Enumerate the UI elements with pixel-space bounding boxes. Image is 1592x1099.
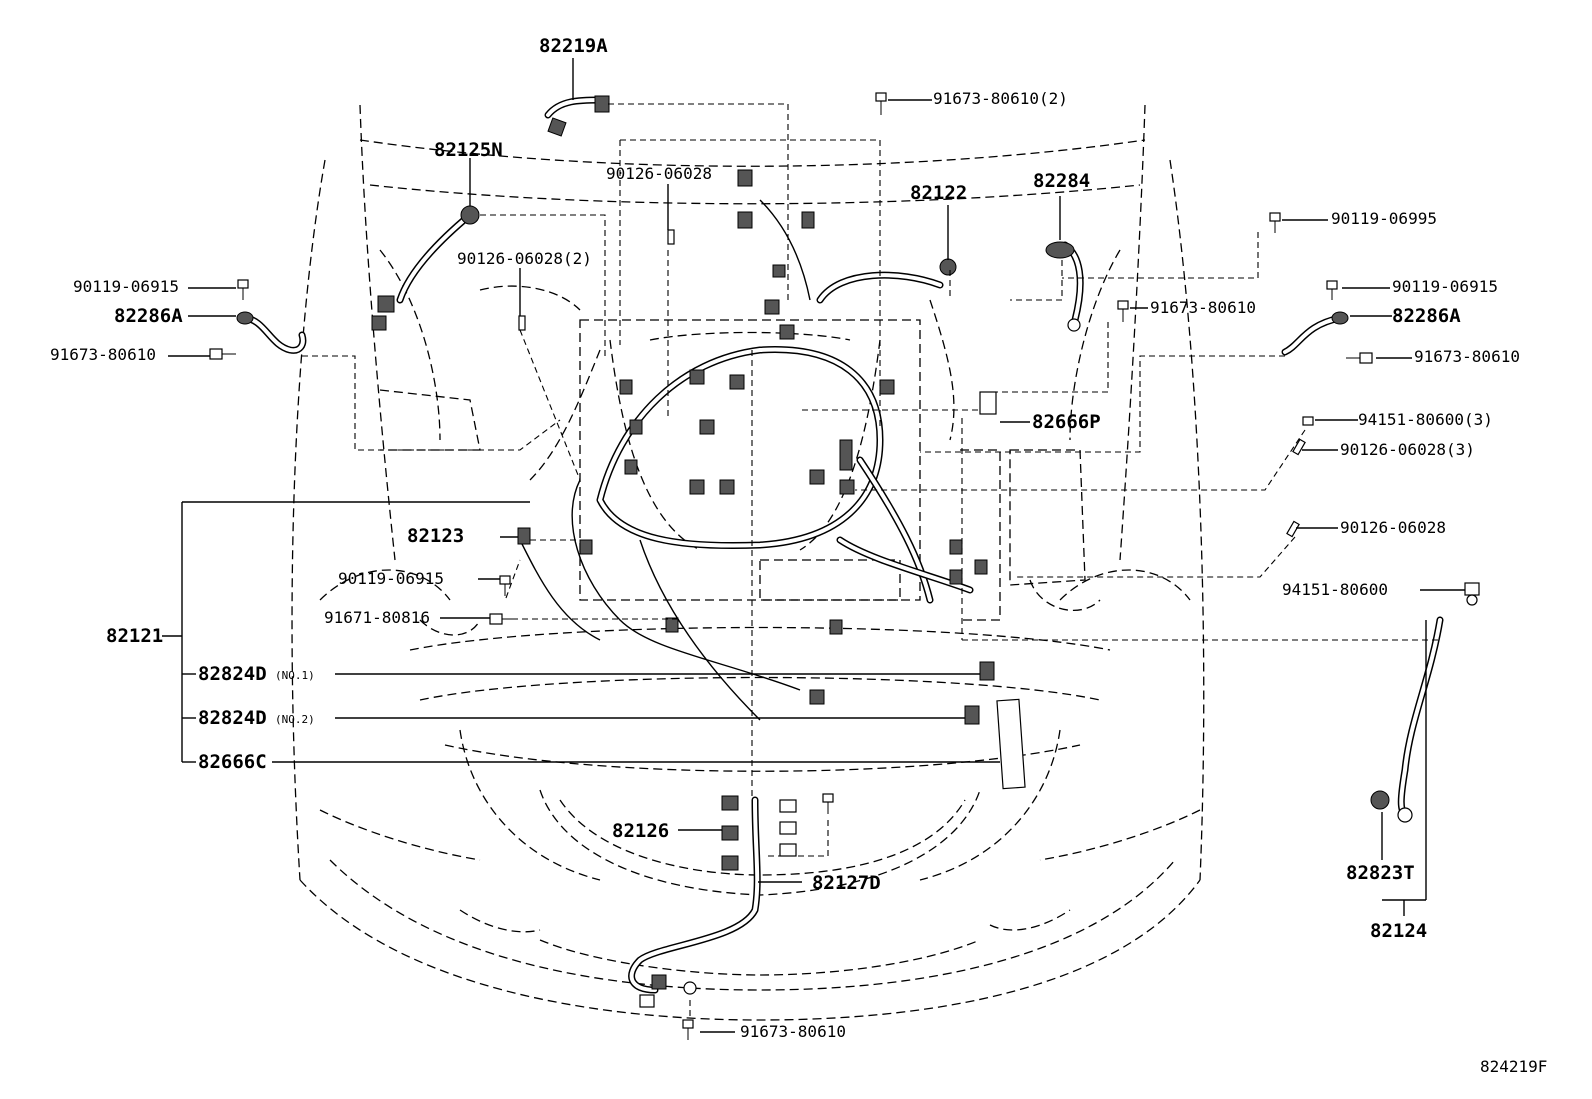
label-82123: 82123 bbox=[407, 525, 464, 547]
label-91673-80610-left: 91673-80610 bbox=[50, 345, 156, 364]
stud-icon bbox=[518, 315, 526, 331]
label-82284: 82284 bbox=[1033, 170, 1090, 192]
bolt-icon bbox=[1269, 212, 1281, 233]
label-82122: 82122 bbox=[910, 182, 967, 204]
part-labels: 82219A 82125N 90126-06028 90126-06028(2)… bbox=[50, 35, 1547, 1076]
bolt-icon bbox=[822, 793, 834, 814]
label-90126-06028-3: 90126-06028(3) bbox=[1340, 440, 1475, 459]
label-82666C: 82666C bbox=[198, 751, 267, 773]
leader-lines bbox=[162, 58, 1465, 1033]
label-91673-80610-2: 91673-80610(2) bbox=[933, 89, 1068, 108]
label-82124: 82124 bbox=[1370, 920, 1427, 942]
label-82219A: 82219A bbox=[539, 35, 608, 57]
label-82127D: 82127D bbox=[812, 872, 881, 894]
label-94151-80600-3: 94151-80600(3) bbox=[1358, 410, 1493, 429]
bolt-icon bbox=[683, 981, 697, 995]
callout-dashed-lines bbox=[302, 103, 1438, 1020]
connector-blocks bbox=[236, 95, 1413, 1008]
label-90119-06915-mid: 90119-06915 bbox=[338, 569, 444, 588]
screw-icon bbox=[489, 613, 514, 625]
label-90126-06028-top: 90126-06028 bbox=[606, 164, 712, 183]
bolt-icon bbox=[1117, 300, 1129, 322]
label-91671-80816: 91671-80816 bbox=[324, 608, 430, 627]
label-82824D-no2: 82824D bbox=[198, 707, 267, 729]
bolt-icon bbox=[237, 279, 249, 300]
label-82126: 82126 bbox=[612, 820, 669, 842]
label-82286A-right: 82286A bbox=[1392, 305, 1461, 327]
stud-icon bbox=[1286, 520, 1300, 538]
label-82824D-no1-note: (NO.1) bbox=[275, 669, 315, 682]
label-91673-80610-right: 91673-80610 bbox=[1414, 347, 1520, 366]
label-82666P: 82666P bbox=[1032, 411, 1101, 433]
bolt-icon bbox=[875, 92, 887, 115]
stud-icon bbox=[667, 229, 675, 245]
label-82121: 82121 bbox=[106, 625, 163, 647]
bolt-icon bbox=[682, 1019, 694, 1040]
label-90126-06028-right: 90126-06028 bbox=[1340, 518, 1446, 537]
label-82824D-no1: 82824D bbox=[198, 663, 267, 685]
label-82824D-no2-note: (NO.2) bbox=[275, 713, 315, 726]
diagram-id: 824219F bbox=[1480, 1057, 1547, 1076]
bolt-icons bbox=[209, 92, 1480, 1040]
label-91673-80610-mid: 91673-80610 bbox=[1150, 298, 1256, 317]
screw-icon bbox=[1346, 352, 1373, 364]
label-82286A-left: 82286A bbox=[114, 305, 183, 327]
screw-icon bbox=[209, 348, 236, 360]
label-90126-06028-2: 90126-06028(2) bbox=[457, 249, 592, 268]
label-94151-80600: 94151-80600 bbox=[1282, 580, 1388, 599]
label-91673-80610-bottom: 91673-80610 bbox=[740, 1022, 846, 1041]
label-90119-06915-right: 90119-06915 bbox=[1392, 277, 1498, 296]
bolt-icon bbox=[499, 575, 511, 596]
label-82125N: 82125N bbox=[434, 139, 503, 161]
bolt-icon bbox=[1326, 280, 1338, 300]
bolt-icon bbox=[1302, 416, 1314, 426]
label-90119-06915-left: 90119-06915 bbox=[73, 277, 179, 296]
stud-icon bbox=[1292, 438, 1306, 456]
label-90119-06995: 90119-06995 bbox=[1331, 209, 1437, 228]
bolt-icon bbox=[1464, 582, 1480, 606]
label-82823T: 82823T bbox=[1346, 862, 1415, 884]
